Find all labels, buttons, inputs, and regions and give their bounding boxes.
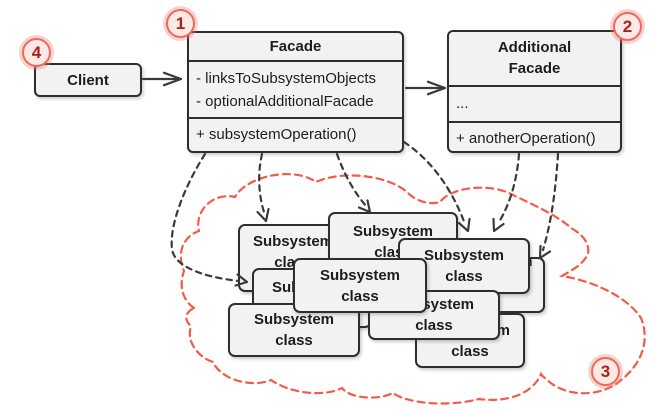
client-title: Client bbox=[67, 71, 109, 89]
badge-2-number: 2 bbox=[622, 16, 633, 36]
facade-title: Facade bbox=[269, 38, 322, 55]
dashed-arrowhead bbox=[457, 217, 471, 233]
subsystem-label-line2: class bbox=[341, 287, 379, 305]
subsystem-label-line1: Subsystem bbox=[252, 233, 334, 250]
badge-2: 2 bbox=[613, 12, 642, 41]
subsystem-label-line2: class bbox=[415, 317, 453, 334]
dashed-arrow-facade-2 bbox=[258, 152, 267, 217]
dashed-arrowhead bbox=[256, 207, 270, 223]
additional-facade-title: Additional Facade bbox=[449, 32, 620, 85]
facade-methods-section: + subsystemOperation() bbox=[189, 117, 402, 151]
dashed-arrowhead bbox=[538, 244, 552, 260]
arrow-facade-to-additional-facade bbox=[404, 80, 447, 96]
arrow-client-to-facade bbox=[141, 71, 183, 87]
facade-class-box: Facade - linksToSubsystemObjects - optio… bbox=[187, 31, 404, 153]
badge-1: 1 bbox=[166, 9, 195, 38]
dashed-arrow-facade-1 bbox=[170, 152, 241, 283]
subsystem-label-line2: class bbox=[275, 332, 313, 349]
badge-4: 4 bbox=[22, 38, 51, 67]
facade-field: - optionalAdditionalFacade bbox=[196, 93, 374, 110]
subsystem-label-line1: Subsystem bbox=[423, 247, 505, 264]
dashed-arrow-facade-3 bbox=[335, 152, 368, 208]
badge-3-number: 3 bbox=[600, 361, 611, 381]
badge-3: 3 bbox=[591, 357, 620, 386]
additional-facade-title-line2: Facade bbox=[508, 60, 561, 77]
badge-4-number: 4 bbox=[31, 42, 42, 62]
subsystem-label-line1: Subsystem bbox=[319, 266, 401, 284]
client-class-box: Client bbox=[34, 63, 142, 97]
dashed-arrow-additional-1 bbox=[497, 152, 521, 224]
additional-facade-title-line1: Additional bbox=[497, 39, 572, 56]
facade-fields-section: - linksToSubsystemObjects - optionalAddi… bbox=[189, 60, 402, 117]
additional-facade-methods-section: + anotherOperation() bbox=[449, 121, 620, 155]
facade-method: + subsystemOperation() bbox=[196, 126, 357, 143]
facade-field: - linksToSubsystemObjects bbox=[196, 70, 377, 87]
dashed-arrowhead bbox=[357, 199, 372, 214]
badge-1-number: 1 bbox=[175, 13, 186, 33]
subsystem-class-box: Subsystem class bbox=[293, 258, 427, 313]
dashed-arrowhead bbox=[492, 217, 505, 233]
additional-facade-fields-section: ... bbox=[449, 85, 620, 121]
subsystem-label-line2: class bbox=[445, 268, 483, 285]
dashed-arrow-additional-2 bbox=[541, 152, 560, 252]
additional-facade-field: ... bbox=[456, 95, 469, 112]
additional-facade-method: + anotherOperation() bbox=[456, 130, 596, 147]
subsystem-label-line2: class bbox=[451, 342, 489, 360]
additional-facade-class-box: Additional Facade ... + anotherOperation… bbox=[447, 30, 622, 153]
